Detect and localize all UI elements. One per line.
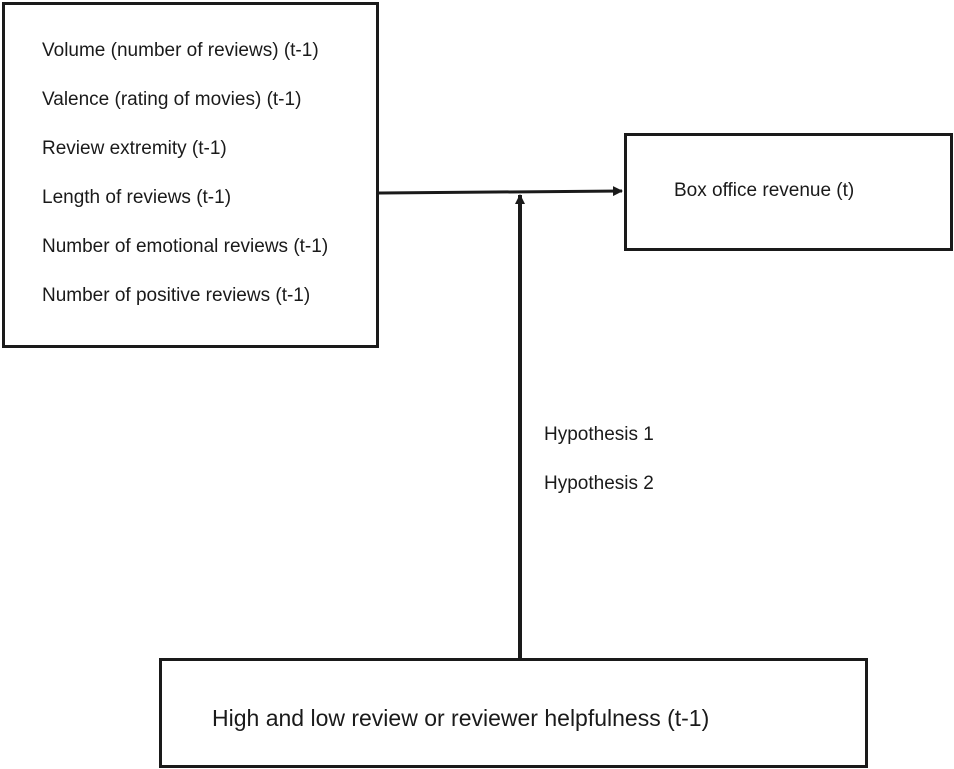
predictor-length: Length of reviews (t-1) [42, 187, 232, 208]
predictor-emotional: Number of emotional reviews (t-1) [42, 236, 329, 257]
predictors-box: Volume (number of reviews) (t-1) Valence… [2, 2, 379, 348]
hypothesis-1-label: Hypothesis 1 [544, 424, 654, 445]
hypothesis-2-label: Hypothesis 2 [544, 473, 654, 494]
predictor-positive: Number of positive reviews (t-1) [42, 285, 311, 306]
moderator-box: High and low review or reviewer helpfuln… [159, 658, 868, 768]
predictor-list: Volume (number of reviews) (t-1) Valence… [42, 41, 328, 335]
predictor-valence: Valence (rating of movies) (t-1) [42, 89, 302, 110]
outcome-box: Box office revenue (t) [624, 133, 953, 251]
outcome-label: Box office revenue (t) [674, 180, 855, 201]
predictor-volume: Volume (number of reviews) (t-1) [42, 40, 319, 61]
moderator-label: High and low review or reviewer helpfuln… [212, 705, 710, 731]
predictor-extremity: Review extremity (t-1) [42, 138, 227, 159]
predictors-to-outcome-arrow [378, 186, 623, 197]
